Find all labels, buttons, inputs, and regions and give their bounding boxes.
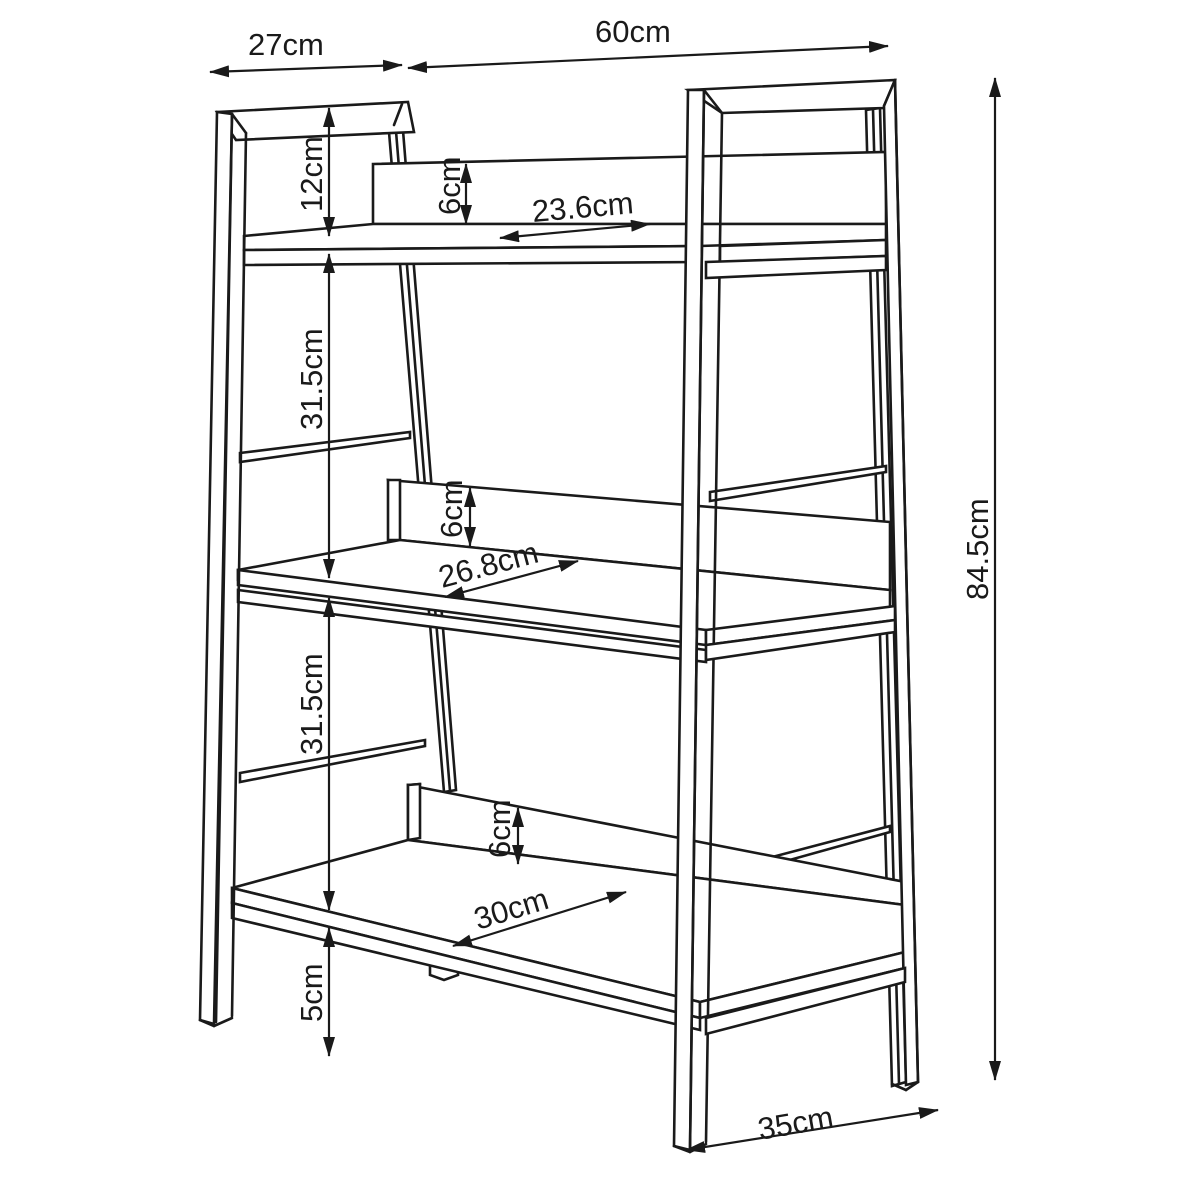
front-left-ladder	[198, 100, 416, 1028]
dim-60cm-line	[407, 40, 889, 74]
dim-27cm-line	[209, 59, 403, 78]
label-shelf-gap-lower: 31.5cm	[294, 653, 329, 755]
label-width: 60cm	[595, 14, 671, 49]
label-shelf-gap-upper: 31.5cm	[294, 328, 329, 430]
label-depth-bottom: 35cm	[755, 1099, 836, 1147]
label-floor-clearance: 5cm	[294, 963, 329, 1022]
right-shelf-rails	[704, 254, 907, 1036]
dim-30cm-line	[452, 890, 627, 948]
label-backboard-top: 6cm	[432, 156, 467, 215]
dim-23-6cm-line	[499, 219, 651, 243]
label-height-total: 84.5cm	[960, 498, 995, 600]
dimension-lines	[209, 40, 1001, 1153]
dim-26-8cm-line	[444, 559, 579, 599]
front-right-ladder	[672, 78, 920, 1154]
label-top-clearance: 12cm	[294, 136, 329, 212]
label-backboard-bottom: 6cm	[482, 799, 517, 858]
dim-35cm-line	[685, 1107, 939, 1153]
label-depth-top: 27cm	[248, 27, 324, 62]
label-backboard-middle: 6cm	[434, 479, 469, 538]
bottom-shelf	[230, 782, 907, 1032]
